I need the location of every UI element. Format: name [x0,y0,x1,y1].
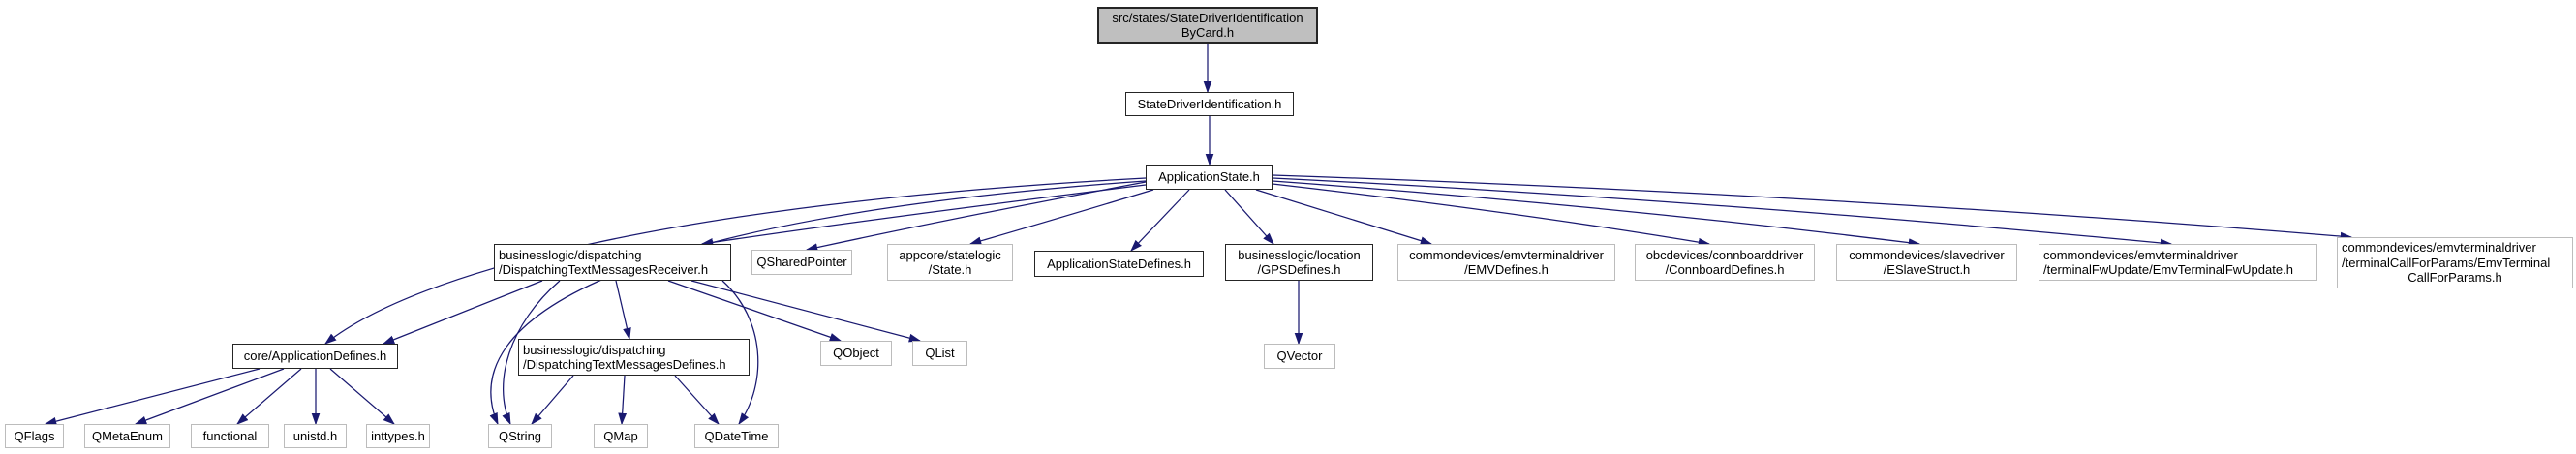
graph-node-qvector-label-line-0: QVector [1276,348,1323,364]
graph-node-qsharedpointer-label-line-0: QSharedPointer [756,255,847,270]
graph-node-callforparams-label-line-0: commondevices/emvterminaldriver [2342,240,2536,256]
edge-receiver-to-qlist [690,280,922,343]
graph-node-fwupdate-label-line-1: /terminalFwUpdate/EmvTerminalFwUpdate.h [2043,262,2293,277]
edge-appstate-to-callforparams [1272,174,2353,241]
graph-node-qmetaenum[interactable]: QMetaEnum [84,424,170,448]
graph-node-qmap[interactable]: QMap [594,424,648,448]
graph-node-emvdefines-label-line-0: commondevices/emvterminaldriver [1409,247,1604,262]
graph-node-emvdefines[interactable]: commondevices/emvterminaldriver/EMVDefin… [1397,244,1615,281]
edge-appstate-to-fwupdate [1272,177,2173,248]
graph-node-qobject[interactable]: QObject [820,341,892,366]
graph-node-inttypes[interactable]: inttypes.h [366,424,430,448]
edge-appdefines-to-qflags [44,368,261,426]
graph-node-receiver-label-line-0: businesslogic/dispatching [499,247,642,262]
graph-node-appdefines-label-line-0: core/ApplicationDefines.h [243,348,387,364]
graph-node-callforparams-label-line-2: CallForParams.h [2407,270,2502,286]
edge-appstate-to-connboard [1272,183,1711,247]
edge-appdefines-to-inttypes [329,368,395,425]
graph-node-sdi-label-line-0: StateDriverIdentification.h [1137,96,1282,111]
graph-node-dtmdefines[interactable]: businesslogic/dispatching/DispatchingTex… [518,339,750,376]
graph-node-qdatetime-label-line-0: QDateTime [704,428,769,443]
graph-node-appstate[interactable]: ApplicationState.h [1146,165,1273,190]
graph-node-dtmdefines-label-line-1: /DispatchingTextMessagesDefines.h [523,357,726,372]
edge-appstate-to-receiver [700,184,1147,247]
graph-node-qmap-label-line-0: QMap [603,428,638,443]
graph-node-receiver-label-line-1: /DispatchingTextMessagesReceiver.h [499,262,709,277]
graph-node-state-label-line-1: /State.h [928,262,972,277]
graph-node-inttypes-label-line-0: inttypes.h [371,428,425,443]
graph-node-gpsdefines-label-line-0: businesslogic/location [1238,247,1361,262]
edge-appstate-to-gpsdefines [1224,189,1274,245]
edge-appstate-to-qsharedpointer [805,181,1147,252]
edge-appdefines-to-functional [236,368,302,425]
graph-node-qvector[interactable]: QVector [1264,344,1335,369]
graph-node-qdatetime[interactable]: QDateTime [694,424,779,448]
graph-node-appstatedefines[interactable]: ApplicationStateDefines.h [1034,251,1204,277]
graph-node-eslave[interactable]: commondevices/slavedriver/ESlaveStruct.h [1836,244,2017,281]
graph-node-qsharedpointer[interactable]: QSharedPointer [751,250,852,275]
graph-node-bycard-label-line-1: ByCard.h [1181,25,1235,40]
graph-node-qstring[interactable]: QString [488,424,552,448]
edge-receiver-to-qdatetime [721,280,759,426]
edge-appdefines-to-qmetaenum [134,368,285,425]
graph-node-qmetaenum-label-line-0: QMetaEnum [92,428,163,443]
graph-node-gpsdefines[interactable]: businesslogic/location/GPSDefines.h [1225,244,1373,281]
edge-receiver-to-dtmdefines [615,280,631,341]
graph-node-connboard-label-line-0: obcdevices/connboarddriver [1645,247,1804,262]
graph-node-callforparams-label-line-1: /terminalCallForParams/EmvTerminal [2342,255,2551,270]
edge-dtmdefines-to-qdatetime [674,375,720,425]
graph-node-gpsdefines-label-line-1: /GPSDefines.h [1257,262,1341,277]
edge-appstate-to-emvdefines [1255,189,1433,245]
graph-node-eslave-label-line-1: /ESlaveStruct.h [1883,262,1971,277]
graph-node-qlist[interactable]: QList [912,341,967,366]
graph-node-qobject-label-line-0: QObject [833,346,879,361]
graph-node-appstatedefines-label-line-0: ApplicationStateDefines.h [1047,256,1191,271]
edge-appstate-to-appdefines [324,177,1147,345]
graph-node-connboard[interactable]: obcdevices/connboarddriver/ConnboardDefi… [1635,244,1815,281]
graph-node-appstate-label-line-0: ApplicationState.h [1158,169,1260,185]
graph-node-state-label-line-0: appcore/statelogic [899,247,1001,262]
graph-node-qstring-label-line-0: QString [498,428,542,443]
graph-node-qflags[interactable]: QFlags [5,424,64,448]
graph-node-state[interactable]: appcore/statelogic/State.h [887,244,1013,281]
edge-receiver-to-appdefines [382,280,543,345]
graph-node-sdi[interactable]: StateDriverIdentification.h [1125,92,1294,116]
graph-node-unistd[interactable]: unistd.h [284,424,347,448]
graph-node-qlist-label-line-0: QList [925,346,955,361]
edge-appstate-to-appstatedefines [1130,189,1190,252]
edge-appstate-to-eslave [1272,180,1921,247]
edge-appstate-to-state [968,189,1154,246]
graph-node-eslave-label-line-0: commondevices/slavedriver [1849,247,2005,262]
graph-node-callforparams[interactable]: commondevices/emvterminaldriver/terminal… [2337,237,2573,288]
edge-dtmdefines-to-qstring [531,375,574,425]
graph-node-connboard-label-line-1: /ConnboardDefines.h [1665,262,1785,277]
edge-receiver-to-qobject [667,280,843,342]
graph-node-functional-label-line-0: functional [202,428,258,443]
graph-node-appdefines[interactable]: core/ApplicationDefines.h [232,344,398,369]
graph-node-functional[interactable]: functional [191,424,269,448]
graph-node-qflags-label-line-0: QFlags [14,428,55,443]
edge-receiver-to-qstring [502,280,561,426]
graph-node-emvdefines-label-line-1: /EMVDefines.h [1464,262,1549,277]
graph-node-fwupdate[interactable]: commondevices/emvterminaldriver/terminal… [2039,244,2317,281]
graph-node-unistd-label-line-0: unistd.h [292,428,338,443]
graph-node-fwupdate-label-line-0: commondevices/emvterminaldriver [2043,247,2238,262]
graph-node-bycard-label-line-0: src/states/StateDriverIdentification [1112,10,1303,25]
graph-node-dtmdefines-label-line-0: businesslogic/dispatching [523,342,666,357]
graph-node-receiver[interactable]: businesslogic/dispatching/DispatchingTex… [494,244,731,281]
edge-dtmdefines-to-qmap [618,375,628,426]
